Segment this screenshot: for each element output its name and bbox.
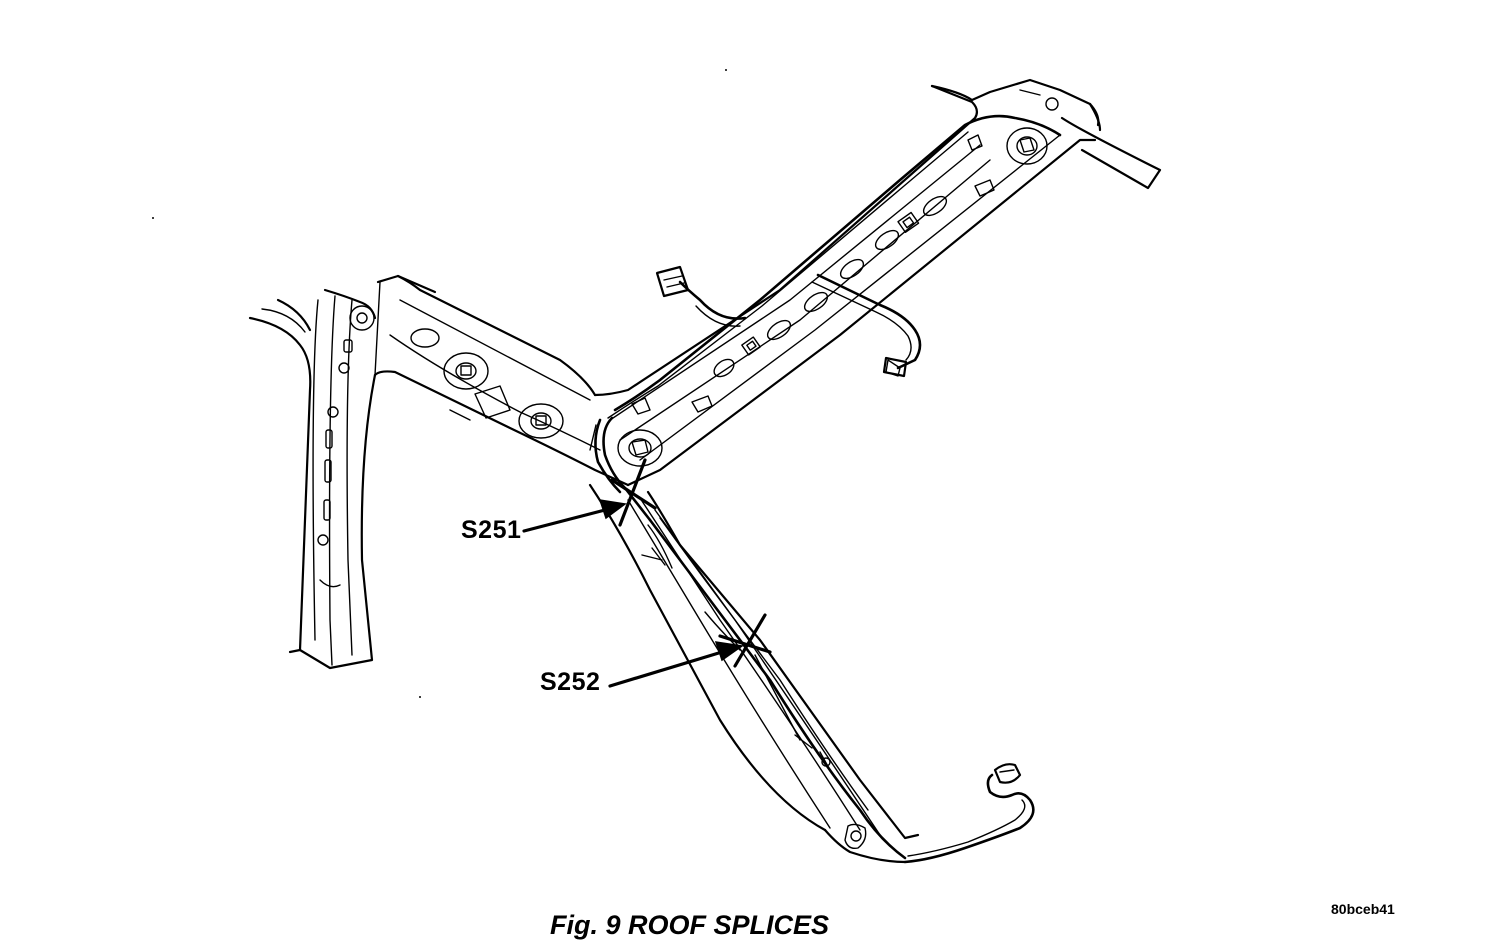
splice-s252 xyxy=(718,613,772,668)
leader-arrow-s251 xyxy=(522,499,627,533)
connector-branch xyxy=(882,356,908,378)
connector xyxy=(655,265,1022,784)
figure-code: 80bceb41 xyxy=(1331,901,1395,917)
windshield-header xyxy=(373,274,630,487)
connector-end xyxy=(993,763,1022,784)
callout-label-s251: S251 xyxy=(461,516,522,544)
connector-upper xyxy=(655,265,690,298)
a-pillar xyxy=(248,288,377,670)
callout-label-s252: S252 xyxy=(540,668,601,696)
splice-s251 xyxy=(610,458,657,527)
roof-rail xyxy=(588,483,920,864)
roof-bow xyxy=(593,78,1162,487)
leader-arrow-s252 xyxy=(608,641,744,688)
figure-caption: Fig. 9 ROOF SPLICES xyxy=(550,910,830,940)
wiring-harness xyxy=(589,114,1062,864)
